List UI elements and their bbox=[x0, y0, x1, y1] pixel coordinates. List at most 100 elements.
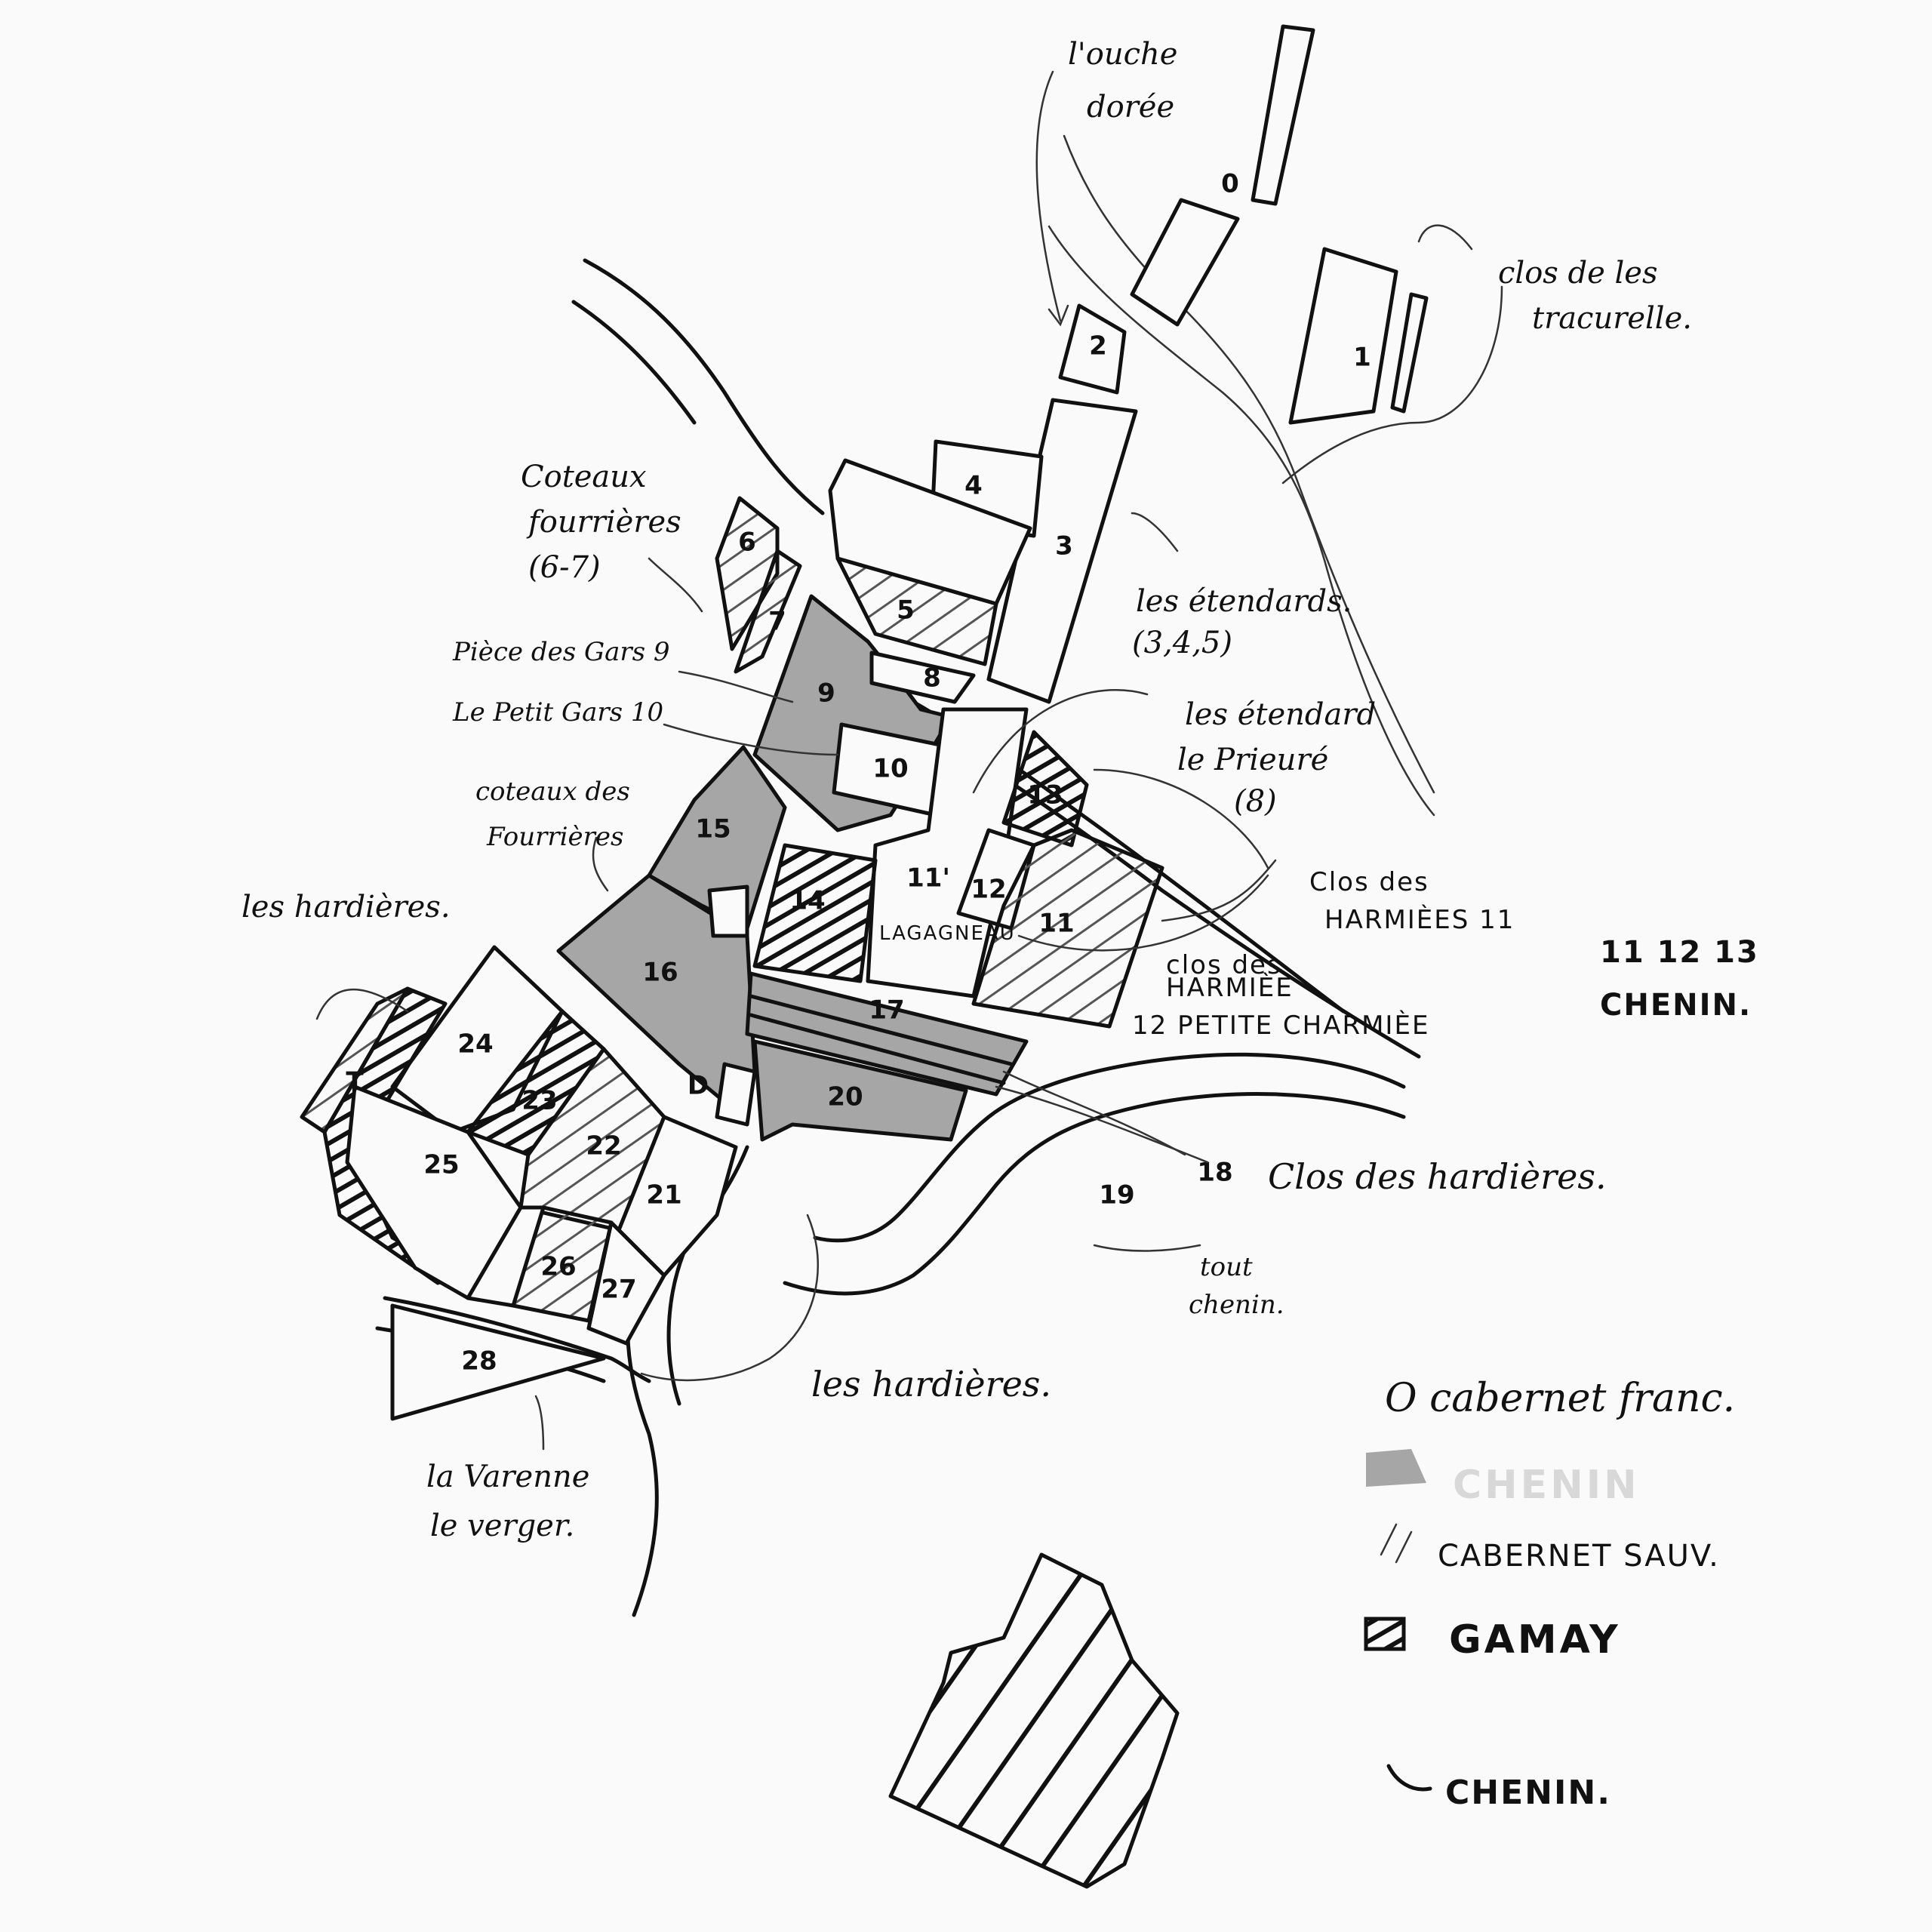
legend-gamay-swatch bbox=[1364, 1617, 1406, 1651]
plot-label: 11 bbox=[1038, 909, 1074, 939]
label-etendard-prieure: (8) bbox=[1234, 784, 1277, 819]
plot-label: 5 bbox=[897, 595, 915, 626]
plot-label: 4 bbox=[964, 471, 983, 501]
plot-11 bbox=[971, 828, 1164, 1029]
label-verger: le verger. bbox=[430, 1509, 574, 1543]
plot-label: 3 bbox=[1055, 531, 1073, 561]
legend-arrow-icon bbox=[1386, 1764, 1432, 1792]
label-chenin-list: 11 12 13 bbox=[1600, 935, 1759, 970]
plot-label: 10 bbox=[872, 754, 908, 784]
label-petit-gars: Le Petit Gars 10 bbox=[452, 697, 663, 728]
label-varenne: la Varenne bbox=[426, 1460, 589, 1494]
plot-15 bbox=[647, 745, 787, 931]
plot-8 bbox=[869, 651, 976, 704]
plot-28 bbox=[390, 1303, 606, 1421]
plot-label: 0 bbox=[1221, 169, 1239, 199]
label-coteaux-fourrieres: Fourrières bbox=[486, 822, 623, 852]
plot-label: 12 bbox=[971, 875, 1006, 905]
plots bbox=[300, 24, 1429, 1889]
plot-label: 27 bbox=[601, 1275, 636, 1305]
label-chenin: CHENIN. bbox=[1600, 988, 1752, 1023]
plot-label: 13 bbox=[1027, 780, 1063, 811]
plot-26-27-left bbox=[466, 1205, 546, 1308]
label-coteaux: Coteaux bbox=[521, 460, 647, 494]
plot-label: D bbox=[688, 1071, 709, 1101]
plot-label: 18 bbox=[1197, 1158, 1232, 1188]
plot-chapel bbox=[707, 884, 749, 938]
plot-2 bbox=[1058, 303, 1127, 395]
plot-label: 15 bbox=[695, 814, 731, 844]
legend: O cabernet franc. CHENIN CABERNET SAUV. … bbox=[1364, 1376, 1735, 1812]
plot-17-stripes bbox=[749, 994, 1014, 1085]
plot-label: 20 bbox=[827, 1082, 863, 1112]
label-hardieres-left: les hardières. bbox=[242, 890, 451, 924]
legend-chenin-swatch bbox=[1366, 1449, 1426, 1487]
label-clos-tracurelle: tracurelle. bbox=[1532, 301, 1692, 336]
plot-17 bbox=[745, 971, 1029, 1097]
label-etendard-prieure: le Prieuré bbox=[1177, 743, 1328, 777]
plot-label: 26 bbox=[540, 1252, 576, 1282]
legend-chenin: CHENIN bbox=[1453, 1463, 1640, 1508]
legend-chenin-arrow: CHENIN. bbox=[1445, 1774, 1611, 1812]
plot-label: 8 bbox=[923, 663, 941, 694]
label-hardieres-bottom: les hardières. bbox=[811, 1364, 1051, 1404]
legend-cabernet-sauv: CABERNET SAUV. bbox=[1438, 1539, 1720, 1574]
plot-label: 25 bbox=[423, 1150, 459, 1180]
label-petite-charmiee: 12 PETITE CHARMIÈE bbox=[1132, 1010, 1429, 1041]
label-coteaux: (6-7) bbox=[528, 550, 601, 585]
legend-cabsauv-swatch bbox=[1380, 1523, 1413, 1564]
plot-label: 28 bbox=[461, 1346, 497, 1377]
plot-7 bbox=[734, 549, 802, 674]
legend-cabernet-franc: O cabernet franc. bbox=[1385, 1376, 1735, 1421]
label-louche: dorée bbox=[1087, 90, 1174, 125]
plot-0-left bbox=[1130, 198, 1240, 327]
legend-gamay: GAMAY bbox=[1449, 1617, 1621, 1663]
plot-1 bbox=[1288, 247, 1398, 425]
label-piece-des-gars: Pièce des Gars 9 bbox=[452, 637, 670, 667]
label-louche: l'ouche bbox=[1068, 37, 1177, 72]
plot-label: 6 bbox=[738, 528, 756, 558]
label-etendards: (3,4,5) bbox=[1132, 626, 1232, 660]
label-clos-harmiees: HARMIÈES 11 bbox=[1324, 904, 1515, 935]
plot-label: 19 bbox=[1099, 1180, 1134, 1211]
plot-27 bbox=[586, 1220, 666, 1346]
label-etendard-prieure: les étendard bbox=[1185, 697, 1376, 732]
plot-label: 1 bbox=[1353, 343, 1371, 373]
label-tout-chenin: tout bbox=[1200, 1252, 1253, 1282]
plot-0-right bbox=[1251, 24, 1315, 206]
label-lagagneau: LAGAGNEAU bbox=[879, 922, 1016, 945]
plot-label: 11' bbox=[906, 863, 950, 894]
label-clos-harmiees: Clos des bbox=[1309, 867, 1429, 897]
plot-label: 24 bbox=[457, 1029, 493, 1060]
plot-label: 21 bbox=[646, 1180, 681, 1211]
plot-label: T bbox=[346, 1067, 364, 1097]
plot-21 bbox=[617, 1115, 738, 1278]
plot-T bbox=[300, 986, 410, 1134]
label-coteaux-fourrieres: coteaux des bbox=[475, 777, 630, 807]
plot-label: 2 bbox=[1089, 331, 1107, 361]
label-clos-harmiee: HARMIÈE bbox=[1166, 972, 1294, 1003]
annotations: l'ouche dorée clos de les tracurelle. Co… bbox=[242, 37, 1759, 1543]
pointer-arrows bbox=[315, 70, 1473, 1451]
label-tout-chenin: chenin. bbox=[1189, 1290, 1284, 1320]
plot-20 bbox=[752, 1039, 968, 1142]
plot-label: 17 bbox=[869, 995, 904, 1026]
plot-11a bbox=[866, 707, 1029, 998]
plot-14 bbox=[752, 843, 878, 983]
label-clos-hardieres: Clos des hardières. bbox=[1268, 1156, 1607, 1197]
plot-label: 7 bbox=[768, 607, 786, 637]
plot-4-5-upper bbox=[828, 458, 1032, 606]
plot-label: 22 bbox=[586, 1131, 621, 1161]
plot-label: 16 bbox=[642, 958, 678, 988]
block-big-hatched bbox=[888, 1552, 1180, 1889]
plot-1-strip bbox=[1390, 292, 1429, 414]
label-clos-tracurelle: clos de les bbox=[1498, 256, 1658, 291]
label-coteaux: fourrières bbox=[526, 505, 681, 540]
plot-D-gap bbox=[715, 1062, 757, 1127]
plot-label: 23 bbox=[521, 1086, 557, 1116]
label-etendards: les étendards. bbox=[1136, 584, 1352, 619]
plot-label: 9 bbox=[817, 678, 835, 709]
label-clos-harmiee: clos des bbox=[1166, 950, 1282, 980]
plot-label: 14 bbox=[789, 886, 825, 916]
